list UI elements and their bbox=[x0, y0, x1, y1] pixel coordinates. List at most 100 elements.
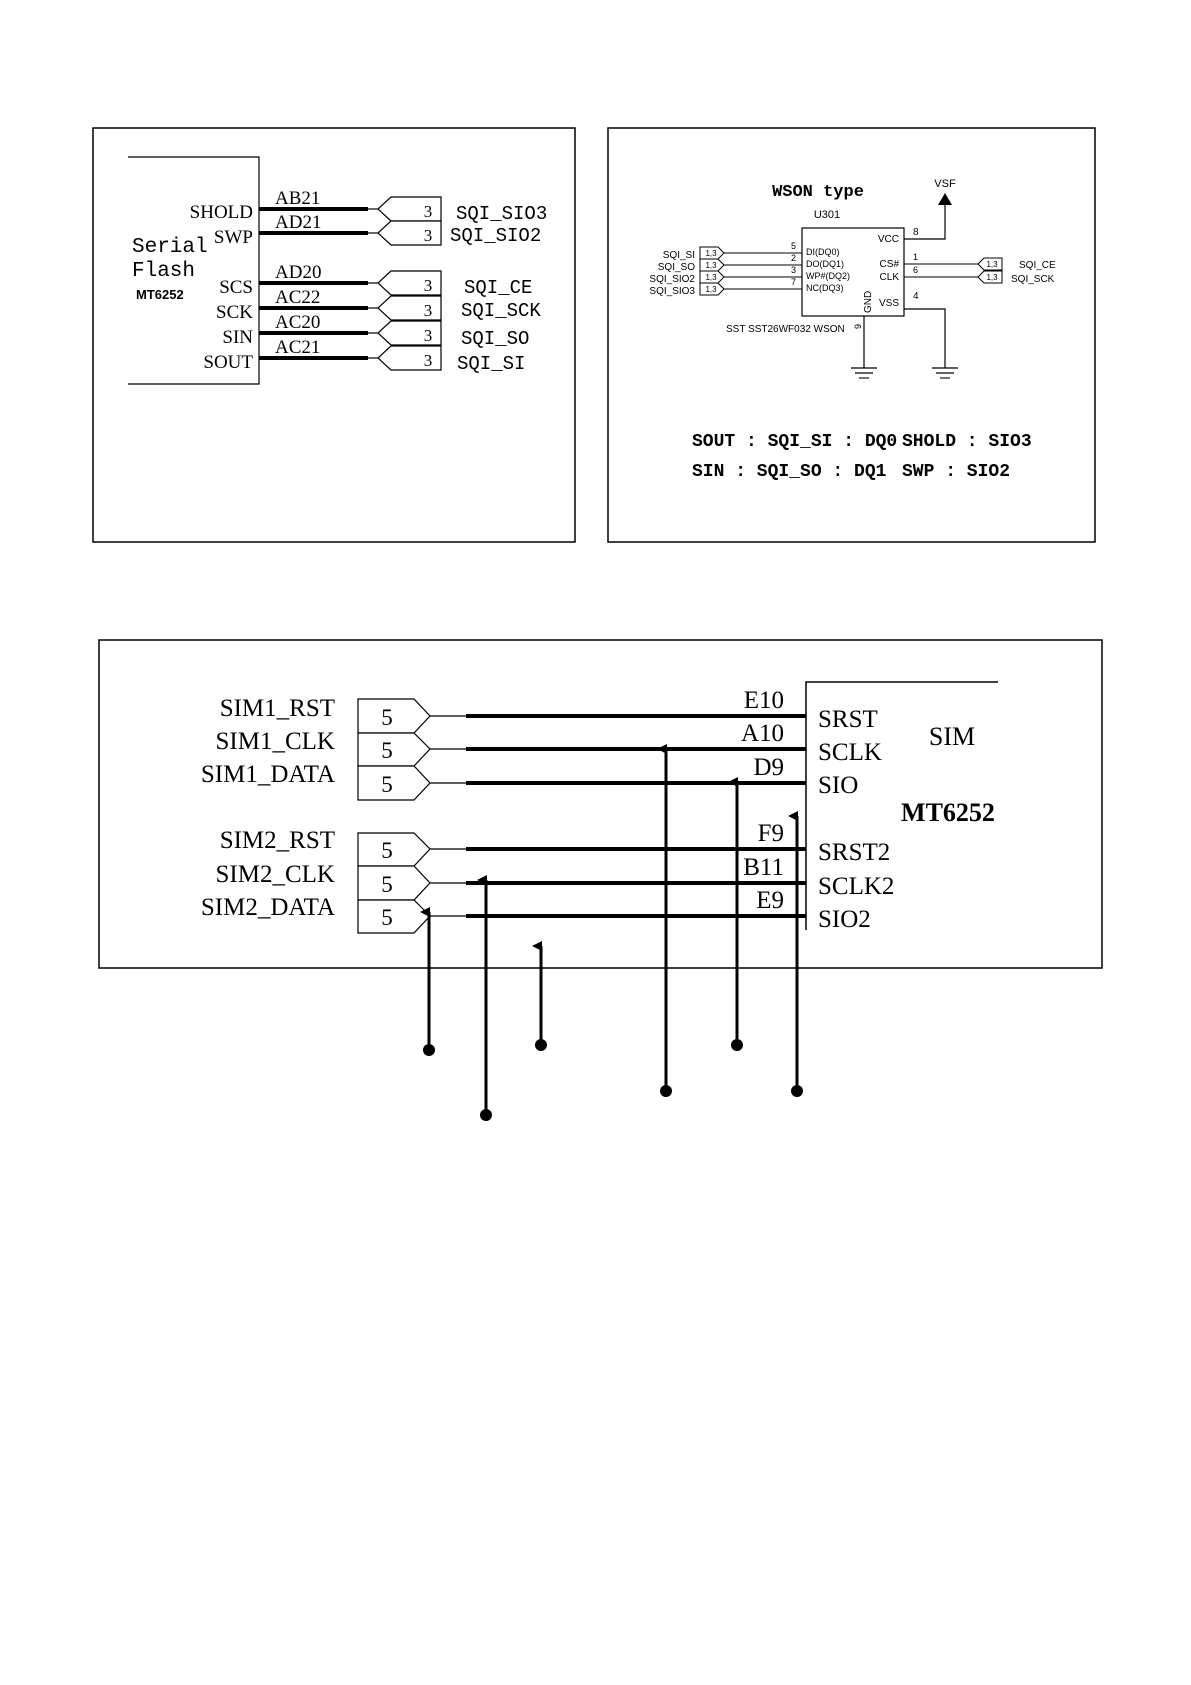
flash-pin-name: SIN bbox=[222, 327, 253, 348]
test-point-arrows bbox=[420, 744, 803, 1121]
sim-offpage-connector bbox=[357, 865, 431, 901]
flash-net-name: SQI_SCK bbox=[461, 300, 541, 322]
wson-pin-number: 5 bbox=[791, 241, 796, 251]
wson-net-name: SQI_CE bbox=[1019, 260, 1056, 271]
flash-pin-name: SCK bbox=[216, 302, 253, 323]
sim-port-number: 5 bbox=[381, 838, 393, 863]
wson-right-pin: CLK 6 1,3 SQI_SCK bbox=[880, 265, 1055, 285]
test-point-arrow bbox=[532, 941, 547, 1051]
vss-pin-name: VSS bbox=[879, 298, 899, 309]
wson-part-number: SST SST26WF032 WSON bbox=[726, 324, 845, 335]
sim-offpage-connector bbox=[357, 698, 431, 734]
wson-offpage-connector bbox=[699, 270, 725, 284]
wson-ic-body bbox=[801, 227, 905, 317]
sim-offpage-connector bbox=[357, 765, 431, 801]
flash-port-number: 3 bbox=[424, 326, 433, 345]
wson-net-name: SQI_SIO2 bbox=[649, 274, 695, 285]
sim-port-number: 5 bbox=[381, 772, 393, 797]
sim-port-number: 5 bbox=[381, 738, 393, 763]
sim-port-number: 5 bbox=[381, 705, 393, 730]
sim-offpage-connector bbox=[357, 832, 431, 867]
flash-panel-frame bbox=[92, 127, 576, 543]
wson-panel-frame bbox=[607, 127, 1096, 543]
flash-net-name: SQI_SO bbox=[461, 328, 529, 350]
wson-offpage-connector bbox=[699, 258, 725, 272]
flash-port-number: 3 bbox=[424, 301, 433, 320]
serial-flash-panel: Serial Flash MT6252 SHOLD AB21 3 SQI_SIO… bbox=[92, 127, 576, 543]
wson-left-pin: SQI_SO 1,3 2 DO(DQ1) bbox=[658, 253, 844, 273]
sim-ball-id: F9 bbox=[758, 820, 784, 847]
gnd-pin-number: 9 bbox=[853, 324, 863, 329]
flash-port-number: 3 bbox=[424, 202, 433, 221]
vsf-label: VSF bbox=[934, 178, 956, 190]
flash-offpage-connector bbox=[377, 220, 442, 246]
flash-chip-outline bbox=[128, 156, 260, 385]
test-point-arrow bbox=[657, 744, 672, 1097]
flash-block-label-line1: Serial bbox=[132, 236, 208, 259]
sim-ball-id: B11 bbox=[743, 854, 784, 881]
test-point-dot-icon bbox=[480, 1109, 492, 1121]
test-point-dot-icon bbox=[535, 1039, 547, 1051]
wson-pin-number: 3 bbox=[791, 265, 796, 275]
wson-port-number: 1,3 bbox=[705, 273, 717, 282]
wson-net-name: SQI_SI bbox=[663, 250, 695, 261]
flash-block-label-line2: Flash bbox=[132, 260, 195, 283]
mapping-line-2-left: SIN : SQI_SO : DQ1 bbox=[692, 462, 887, 482]
flash-ball-id: AD20 bbox=[275, 262, 321, 283]
test-point-dot-icon bbox=[423, 1044, 435, 1056]
flash-net-name: SQI_CE bbox=[464, 277, 532, 299]
flash-ball-id: AB21 bbox=[275, 188, 320, 209]
flash-offpage-connector bbox=[377, 345, 442, 371]
flash-pin-name: SWP bbox=[214, 227, 253, 248]
wson-net-name: SQI_SIO3 bbox=[649, 286, 695, 297]
sim-ball-id: E9 bbox=[756, 887, 784, 914]
sim-ball-id: A10 bbox=[741, 720, 784, 747]
wson-pin-name: WP#(DQ2) bbox=[806, 271, 850, 281]
wson-pin-number: 6 bbox=[913, 265, 918, 275]
wson-vss-net: VSS 4 bbox=[879, 291, 958, 379]
sim-net-name: SIM1_DATA bbox=[201, 761, 335, 788]
wson-left-pin: SQI_SIO3 1,3 7 NC(DQ3) bbox=[649, 277, 843, 297]
flash-net-name: SQI_SI bbox=[457, 353, 525, 375]
flash-signal-row: SHOLD AB21 3 SQI_SIO3 bbox=[190, 188, 548, 225]
sim-pin-name: SRST2 bbox=[818, 839, 890, 866]
sim-panel-frame bbox=[98, 639, 1103, 969]
wson-left-pin: SQI_SI 1,3 5 DI(DQ0) bbox=[663, 241, 840, 261]
test-point-dot-icon bbox=[660, 1085, 672, 1097]
sim-port-number: 5 bbox=[381, 905, 393, 930]
sim-net-name: SIM2_DATA bbox=[201, 894, 335, 921]
mapping-line-1-right: SHOLD : SIO3 bbox=[902, 432, 1032, 452]
flash-signal-row: SOUT AC21 3 SQI_SI bbox=[203, 337, 525, 375]
sim-net-name: SIM2_RST bbox=[220, 827, 335, 854]
wson-port-number: 1,3 bbox=[705, 249, 717, 258]
wson-pin-number: 1 bbox=[913, 252, 918, 262]
wson-pin-name: DI(DQ0) bbox=[806, 247, 840, 257]
flash-chip-name: MT6252 bbox=[136, 287, 184, 302]
wson-panel: WSON type U301 VSF VCC 8 VSS 4 GND bbox=[607, 127, 1096, 543]
wson-title: WSON type bbox=[772, 183, 864, 202]
wson-port-number: 1,3 bbox=[986, 260, 998, 269]
flash-offpage-connector bbox=[377, 270, 442, 296]
sim-pin-name: SIO bbox=[818, 772, 858, 799]
wson-offpage-connector bbox=[699, 246, 725, 260]
wson-port-number: 1,3 bbox=[986, 273, 998, 282]
sim-pin-name: SIO2 bbox=[818, 906, 871, 933]
sim-ball-id: D9 bbox=[753, 754, 784, 781]
flash-signal-row: SIN AC20 3 SQI_SO bbox=[222, 312, 529, 350]
sim-block-label: SIM bbox=[929, 722, 975, 751]
wson-pin-name: CLK bbox=[880, 272, 900, 283]
sim-panel: SIM MT6252 SIM1_RST 5 E10 SRST SIM1_CLK … bbox=[98, 639, 1103, 1121]
wson-pin-name: CS# bbox=[880, 259, 900, 270]
gnd-pin-name: GND bbox=[863, 291, 874, 313]
sim-signal-row: SIM1_CLK 5 A10 SCLK bbox=[216, 720, 882, 767]
wson-right-pin: CS# 1 1,3 SQI_CE bbox=[880, 252, 1056, 271]
wson-net-name: SQI_SO bbox=[658, 262, 695, 273]
sim-offpage-connector bbox=[357, 732, 431, 767]
test-point-dot-icon bbox=[731, 1039, 743, 1051]
test-point-arrow bbox=[728, 777, 743, 1051]
sim-port-number: 5 bbox=[381, 872, 393, 897]
vcc-pin-number: 8 bbox=[913, 227, 919, 238]
flash-pin-name: SOUT bbox=[203, 352, 253, 373]
flash-net-name: SQI_SIO3 bbox=[456, 203, 547, 225]
